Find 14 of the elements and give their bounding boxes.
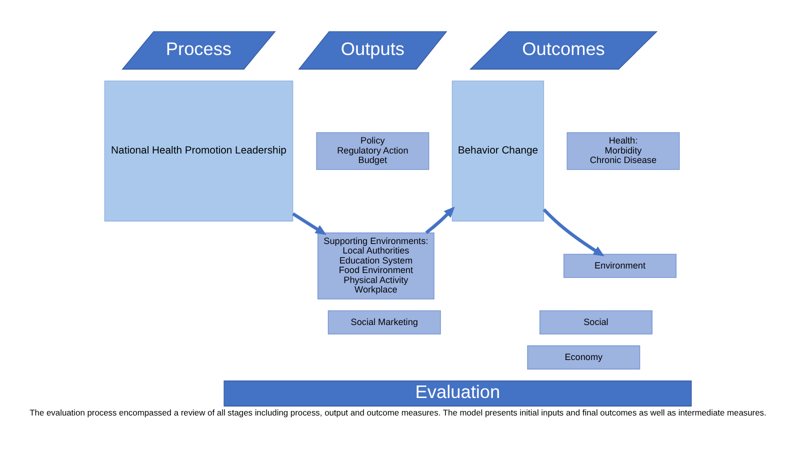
node-box: Supporting Environments: Local Authorities Education System Food Environment Physical Activity Workplace xyxy=(318,232,434,299)
arrow xyxy=(542,208,604,256)
node-box: National Health Promotion Leadership xyxy=(104,80,294,221)
node-box: Health: Morbidity Chronic Disease xyxy=(566,132,680,170)
node-box: Behavior Change xyxy=(452,80,544,221)
node-box: Evaluation xyxy=(224,380,692,406)
node-box: Policy Regulatory Action Budget xyxy=(316,132,430,170)
node-box: Social Marketing xyxy=(328,310,441,334)
arrow xyxy=(425,206,455,234)
node-box: Environment xyxy=(564,253,676,278)
arrow xyxy=(292,212,326,234)
node-box: Social xyxy=(540,310,652,334)
caption: The evaluation process encompassed a review of all stages including process, output and outcome measures. The model presents initial inputs and final outcomes as well as intermediate measures. xyxy=(30,406,766,417)
node-box: Economy xyxy=(527,344,640,369)
